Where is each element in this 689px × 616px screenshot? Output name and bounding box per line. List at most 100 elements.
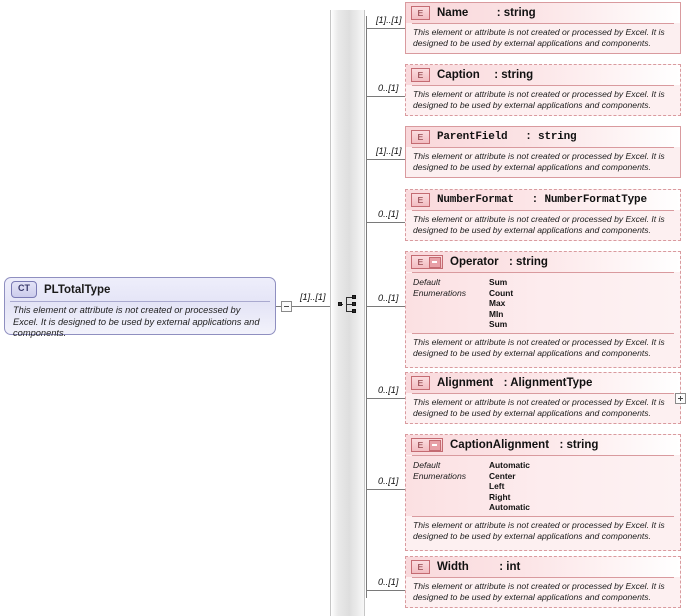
sequence-icon[interactable]	[338, 295, 360, 315]
cardinality-name: [1]..[1]	[376, 15, 402, 25]
enumeration-values: Sum Count Max MIn Sum	[489, 277, 513, 330]
element-header: E Operator : string	[406, 252, 680, 272]
enum-value: Right	[489, 491, 511, 502]
enum-value: Max	[489, 298, 506, 309]
enumeration-block: Default Enumerations Automatic Center Le…	[406, 456, 680, 516]
element-badge-letter: E	[417, 257, 424, 267]
element-name-text: Caption	[437, 69, 480, 81]
element-name-text: Operator	[450, 256, 499, 268]
connector-line	[292, 306, 338, 307]
divider	[412, 515, 674, 517]
sequence-compositor-column	[330, 10, 365, 616]
divider	[412, 577, 674, 578]
enum-label-default: Default	[413, 277, 441, 287]
divider	[412, 210, 674, 211]
enum-value: Automatic	[489, 460, 530, 470]
element-type-text: : string	[496, 7, 536, 19]
enum-value: MIn	[489, 308, 504, 319]
element-type-text: : string	[494, 69, 534, 81]
element-node-width[interactable]: E Width : int This element or attribute …	[405, 556, 681, 608]
element-type-text: : AlignmentType	[503, 377, 593, 389]
element-label: NumberFormat : NumberFormatType	[437, 194, 647, 206]
connector-line	[366, 306, 405, 307]
connector-line	[366, 590, 405, 591]
enum-value: Automatic	[489, 502, 530, 513]
minus-icon[interactable]	[281, 301, 292, 312]
complextype-header: CT PLTotalType	[5, 278, 275, 301]
connector-line	[366, 159, 405, 160]
element-documentation: This element or attribute is not created…	[413, 89, 665, 110]
connector-line	[366, 28, 405, 29]
element-node-operator[interactable]: E Operator : string Default Enumerations…	[405, 251, 681, 368]
enumeration-labels: Default Enumerations	[413, 460, 485, 513]
element-badge-with-restriction: E	[411, 255, 443, 269]
element-node-captionalignment[interactable]: E CaptionAlignment : string Default Enum…	[405, 434, 681, 551]
element-type-text: : int	[499, 561, 521, 573]
element-documentation: This element or attribute is not created…	[413, 151, 665, 172]
enum-label-enumerations: Enumerations	[413, 470, 467, 481]
divider	[412, 332, 674, 334]
element-documentation: This element or attribute is not created…	[413, 214, 665, 235]
element-header: E Alignment : AlignmentType	[406, 373, 680, 393]
divider	[412, 455, 674, 456]
element-node-numberformat[interactable]: E NumberFormat : NumberFormatType This e…	[405, 189, 681, 241]
divider	[412, 272, 674, 273]
divider	[10, 301, 270, 302]
enum-value: Sum	[489, 319, 508, 330]
element-label: CaptionAlignment : string	[450, 439, 598, 451]
element-node-caption[interactable]: E Caption : string This element or attri…	[405, 64, 681, 116]
element-node-name[interactable]: E Name : string This element or attribut…	[405, 2, 681, 54]
connector-line	[366, 489, 405, 490]
element-documentation: This element or attribute is not created…	[413, 581, 665, 602]
element-header: E Caption : string	[406, 65, 680, 85]
element-header: E Name : string	[406, 3, 680, 23]
element-label: Alignment : AlignmentType	[437, 377, 592, 389]
cardinality-operator: 0..[1]	[378, 293, 399, 303]
complextype-documentation: This element or attribute is not created…	[13, 305, 260, 339]
element-badge-letter: E	[417, 440, 424, 450]
element-label: Caption : string	[437, 69, 533, 81]
enumeration-block: Default Enumerations Sum Count Max MIn S…	[406, 273, 680, 333]
cardinality-parentfield: [1]..[1]	[376, 146, 402, 156]
element-type-text: : string	[525, 131, 577, 143]
cardinality-width: 0..[1]	[378, 577, 399, 587]
element-type-text: : NumberFormatType	[531, 194, 647, 206]
element-node-parentfield[interactable]: E ParentField : string This element or a…	[405, 126, 681, 178]
element-type-text: : string	[508, 256, 548, 268]
element-node-alignment[interactable]: E Alignment : AlignmentType This element…	[405, 372, 681, 424]
element-label: ParentField : string	[437, 131, 577, 143]
connector-line	[276, 306, 281, 307]
element-name-text: NumberFormat	[437, 194, 514, 206]
enum-value: Count	[489, 287, 514, 298]
element-name-text: Alignment	[437, 377, 494, 389]
element-badge: E	[411, 6, 430, 20]
element-name-text: Name	[437, 7, 469, 19]
complextype-badge: CT	[11, 281, 37, 298]
plus-icon[interactable]	[675, 393, 686, 404]
element-header: E NumberFormat : NumberFormatType	[406, 190, 680, 210]
enum-label-enumerations: Enumerations	[413, 287, 467, 298]
cardinality-caption: 0..[1]	[378, 83, 399, 93]
element-badge: E	[411, 376, 430, 390]
enum-value: Left	[489, 481, 505, 492]
element-badge: E	[411, 130, 430, 144]
divider	[412, 393, 674, 394]
divider	[412, 85, 674, 86]
element-header: E ParentField : string	[406, 127, 680, 147]
complextype-node-pltotaltype[interactable]: CT PLTotalType This element or attribute…	[4, 277, 276, 338]
element-name-text: CaptionAlignment	[450, 439, 550, 451]
enum-label-default: Default	[413, 460, 441, 470]
element-type-text: : string	[559, 439, 599, 451]
element-badge: E	[411, 560, 430, 574]
enumeration-labels: Default Enumerations	[413, 277, 485, 330]
divider	[412, 147, 674, 148]
element-documentation: This element or attribute is not created…	[413, 397, 665, 418]
element-label: Name : string	[437, 7, 536, 19]
branch-spine	[366, 16, 367, 598]
cardinality-numberformat: 0..[1]	[378, 209, 399, 219]
element-header: E Width : int	[406, 557, 680, 577]
enumeration-values: Automatic Center Left Right Automatic	[489, 460, 530, 513]
element-header: E CaptionAlignment : string	[406, 435, 680, 455]
element-label: Operator : string	[450, 256, 548, 268]
enum-value: Center	[489, 470, 516, 481]
